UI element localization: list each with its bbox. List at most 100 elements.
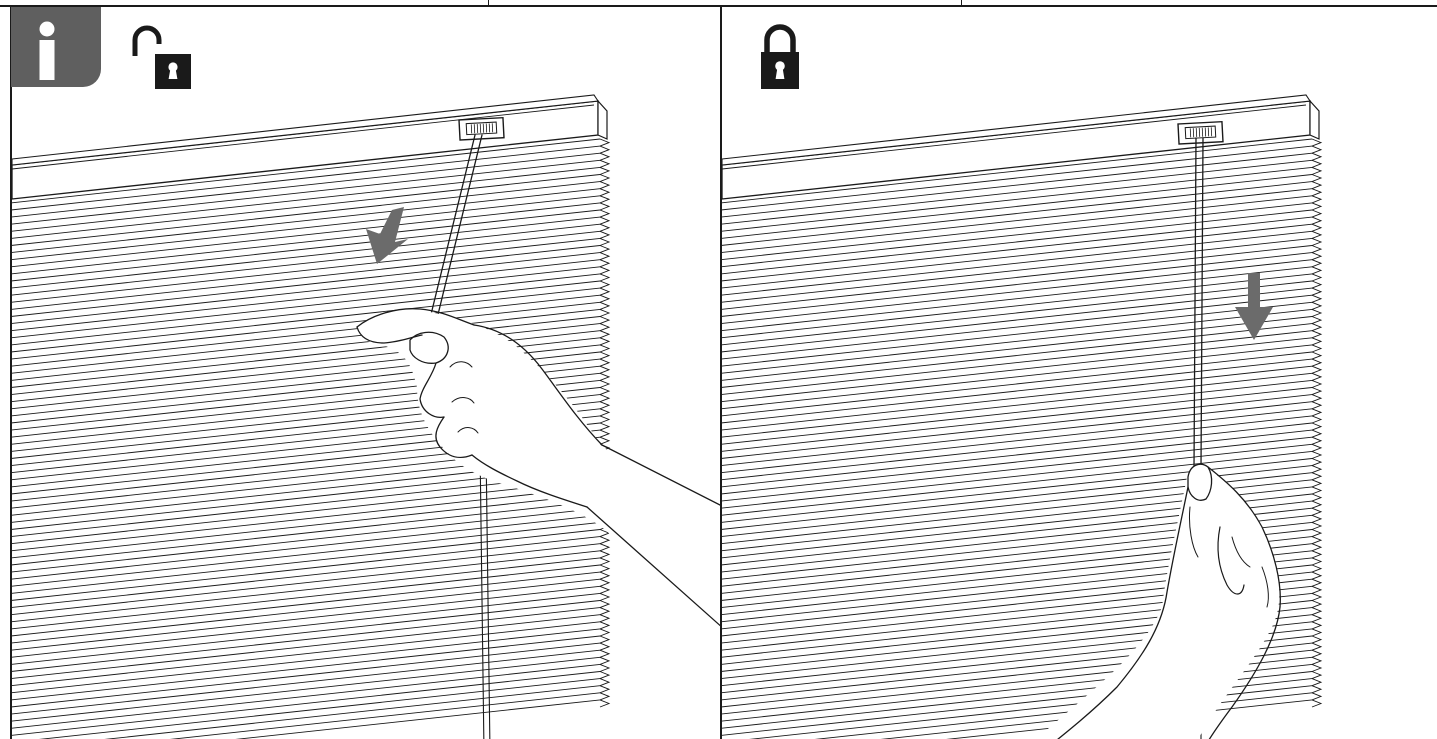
pleat-line <box>722 359 1312 423</box>
pleat-line <box>12 267 600 331</box>
pleat-edge-zigzag <box>1312 139 1321 707</box>
pleat-line <box>12 182 600 246</box>
pleat-fold <box>600 139 609 146</box>
pleat-fold <box>600 664 609 671</box>
pleat-line <box>722 309 1312 373</box>
pleat-line <box>12 664 600 728</box>
unlocked-padlock-icon <box>129 22 197 90</box>
pleat-fold <box>600 572 609 579</box>
pleat-line <box>722 267 1312 331</box>
pleat-fold <box>600 622 609 629</box>
illustration-panel-unlock <box>12 7 720 739</box>
pleat-fold <box>1312 586 1321 593</box>
pleat-line <box>722 231 1312 295</box>
pleat-line <box>12 494 600 558</box>
pleat-fold <box>1312 537 1321 544</box>
pleat-fold <box>600 224 609 231</box>
pleat-fold <box>1312 480 1321 487</box>
pleat-fold <box>600 338 609 345</box>
pleat-line <box>722 196 1312 260</box>
pleat-fold <box>600 153 609 160</box>
pleat-fold <box>1312 402 1321 409</box>
pleat-line <box>722 295 1312 359</box>
pleat-line <box>12 515 600 579</box>
pleat-fold <box>1312 451 1321 458</box>
pleat-line <box>12 203 600 267</box>
pleat-line <box>12 586 600 650</box>
pleat-fold <box>600 579 609 586</box>
pleat-fold <box>1312 380 1321 387</box>
pleat-fold <box>600 331 609 338</box>
pleat-line <box>12 508 600 572</box>
pleat-fold <box>1312 153 1321 160</box>
pleat-line <box>12 679 600 739</box>
diagonal-down-arrow-icon <box>366 207 408 264</box>
pleat-fold <box>600 352 609 359</box>
pleat-fold <box>600 189 609 196</box>
pleat-fold <box>600 302 609 309</box>
pleat-line <box>12 281 600 345</box>
pleat-line <box>722 402 1312 466</box>
pleat-fold <box>1312 267 1321 274</box>
pleat-fold <box>600 317 609 324</box>
pleat-fold <box>600 565 609 572</box>
pleat-line <box>12 572 600 636</box>
pleat-fold <box>1312 160 1321 167</box>
pleat-fold <box>1312 551 1321 558</box>
pleat-fold <box>1312 231 1321 238</box>
pleat-line <box>722 395 1312 459</box>
pleat-fold <box>1312 253 1321 260</box>
pleat-fold <box>600 175 609 182</box>
pleat-fold <box>1312 203 1321 210</box>
pleat-fold <box>1312 246 1321 253</box>
pleat-fold <box>600 643 609 650</box>
pleat-fold <box>600 309 609 316</box>
pleat-fold <box>1312 473 1321 480</box>
pleat-fold <box>1312 260 1321 267</box>
pleat-line <box>12 622 600 686</box>
pleat-fold <box>600 537 609 544</box>
down-arrow-icon <box>1235 273 1273 340</box>
pleat-line <box>722 302 1312 366</box>
pleat-fold <box>600 196 609 203</box>
pleat-fold <box>600 267 609 274</box>
pleat-fold <box>600 210 609 217</box>
cord-hanging <box>486 447 490 739</box>
pleat-fold <box>1312 345 1321 352</box>
pleat-fold <box>600 430 609 437</box>
pleat-fold <box>1312 409 1321 416</box>
pleat-fold <box>600 672 609 679</box>
pleat-fold <box>600 238 609 245</box>
pleat-line <box>12 231 600 295</box>
pleat-line <box>12 260 600 324</box>
pleat-fold <box>1312 238 1321 245</box>
pleat-line <box>12 650 600 714</box>
pleat-line <box>12 501 600 565</box>
pleat-fold <box>600 657 609 664</box>
hand-pulling-cord <box>357 308 720 637</box>
pleat-line <box>722 352 1312 416</box>
pleat-fold <box>1312 544 1321 551</box>
pleat-line <box>12 686 600 739</box>
pleat-line <box>12 565 600 629</box>
pleat-fold <box>1312 302 1321 309</box>
pleat-fold <box>1312 693 1321 700</box>
pleat-fold <box>600 231 609 238</box>
pleat-line <box>722 217 1312 281</box>
pleat-fold <box>600 373 609 380</box>
pleat-line <box>12 551 600 615</box>
rail-end-cap <box>1310 101 1319 139</box>
pleat-fold <box>1312 608 1321 615</box>
pleat-line <box>12 657 600 721</box>
pleat-fold <box>600 693 609 700</box>
pleat-line <box>12 558 600 622</box>
top-divider-1 <box>488 0 489 6</box>
pleat-line <box>722 210 1312 274</box>
blind-illustration-right <box>722 7 1437 739</box>
pleat-line <box>722 324 1312 388</box>
pleat-fold <box>600 686 609 693</box>
pleat-fold <box>600 160 609 167</box>
pleat-fold <box>600 629 609 636</box>
pleat-edge-zigzag <box>600 139 609 707</box>
pleat-fold <box>600 281 609 288</box>
